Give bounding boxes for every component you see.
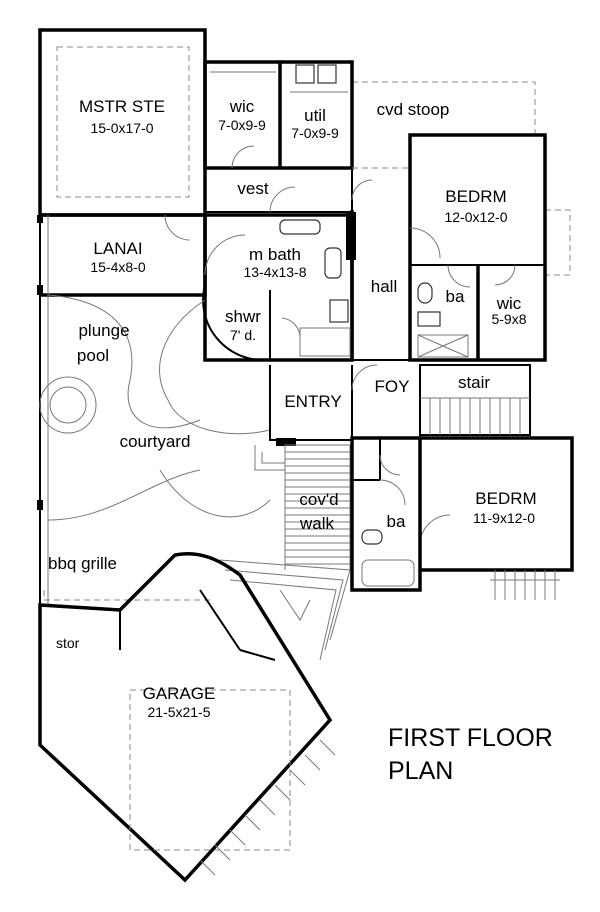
plan-title-line-2: PLAN bbox=[388, 757, 453, 785]
master-bath bbox=[202, 213, 354, 362]
entry-label: ENTRY bbox=[284, 392, 341, 411]
foy-label: FOY bbox=[375, 377, 410, 396]
bedroom-1-dims: 12-0x12-0 bbox=[444, 209, 507, 225]
bedroom-2-dims: 11-9x12-0 bbox=[473, 510, 535, 526]
ba-2-label: ba bbox=[387, 512, 406, 531]
labels: MSTR STE 15-0x17-0 wic 7-0x9-9 util 7-0x… bbox=[48, 97, 553, 785]
covered-walk bbox=[219, 444, 351, 661]
stor-label: stor bbox=[56, 635, 80, 651]
garage-name: GARAGE bbox=[143, 684, 216, 703]
wic-bed-dims: 5-9x8 bbox=[491, 311, 526, 327]
master-suite-name: MSTR STE bbox=[79, 97, 165, 116]
wic-master-name: wic bbox=[229, 97, 255, 116]
bath-wic-bed-1 bbox=[417, 264, 516, 360]
bedroom-2-name: BEDRM bbox=[475, 489, 536, 508]
master-suite-dims: 15-0x17-0 bbox=[90, 120, 153, 136]
garage-dims: 21-5x21-5 bbox=[147, 704, 210, 720]
shwr-name: shwr bbox=[225, 307, 261, 326]
ba-1-label: ba bbox=[446, 287, 465, 306]
stair bbox=[419, 364, 531, 436]
vest-area bbox=[204, 167, 410, 215]
wic-util-block bbox=[203, 60, 354, 170]
wic-master-dims: 7-0x9-9 bbox=[218, 117, 266, 133]
bath-2 bbox=[350, 436, 422, 592]
cvd-stoop-label: cvd stoop bbox=[377, 100, 450, 119]
pool-label: pool bbox=[77, 346, 109, 365]
garage bbox=[38, 552, 336, 883]
bbq-label: bbq grille bbox=[48, 554, 117, 573]
m-bath-dims: 13-4x13-8 bbox=[243, 264, 306, 280]
m-bath-name: m bath bbox=[249, 245, 301, 264]
util-dims: 7-0x9-9 bbox=[291, 125, 339, 141]
lanai-dims: 15-4x8-0 bbox=[90, 259, 145, 275]
plunge-label: plunge bbox=[78, 321, 129, 340]
vest-label: vest bbox=[237, 179, 268, 198]
stair-label: stair bbox=[458, 373, 490, 392]
wic-bed-name: wic bbox=[496, 294, 522, 313]
walk-label: walk bbox=[299, 514, 335, 533]
covd-label: cov'd bbox=[299, 490, 338, 509]
bedroom-1-name: BEDRM bbox=[445, 187, 506, 206]
courtyard-label: courtyard bbox=[120, 432, 191, 451]
roof-overhang-lines bbox=[43, 81, 571, 601]
hall-label: hall bbox=[371, 277, 397, 296]
lanai-name: LANAI bbox=[93, 239, 142, 258]
plunge-pool bbox=[37, 215, 271, 605]
plan-title-line-1: FIRST FLOOR bbox=[388, 724, 553, 752]
util-name: util bbox=[304, 106, 326, 125]
shwr-dims: 7' d. bbox=[230, 327, 256, 343]
